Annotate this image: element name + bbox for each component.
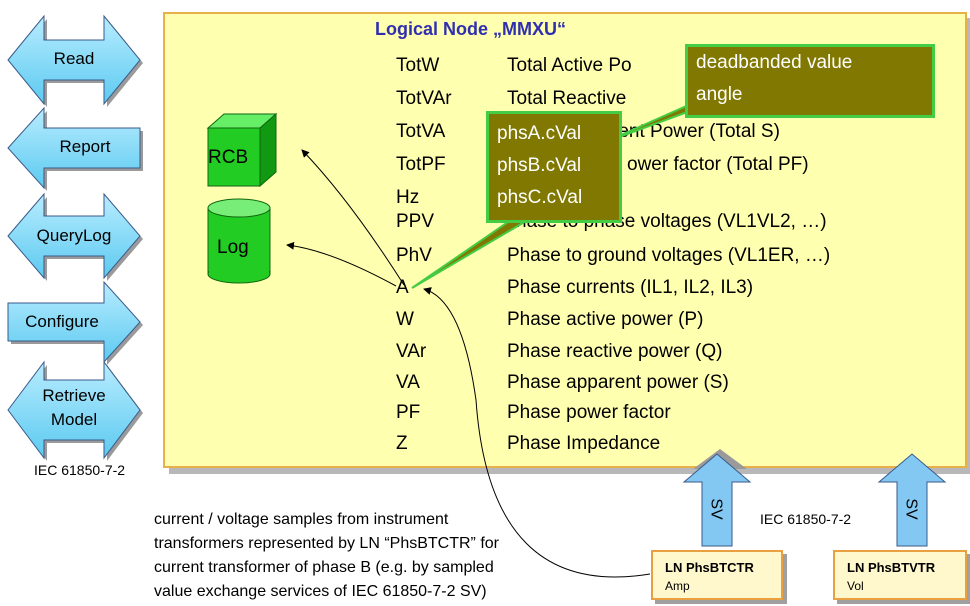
- querylog-service-label[interactable]: QueryLog: [36, 226, 112, 245]
- note-line: current transformer of phase B (e.g. by …: [154, 559, 494, 576]
- panel-title: Logical Node „MMXU“: [375, 19, 567, 39]
- read-arrow-icon: [7, 14, 143, 107]
- rcb-cube-icon: [206, 112, 278, 188]
- a-to-log-line: [286, 241, 397, 287]
- log-cylinder-icon: [207, 198, 271, 284]
- phases-callout: phsA.cVal phsB.cVal phsC.cVal: [486, 111, 622, 223]
- row-abbr: TotVAr: [396, 88, 452, 109]
- ln-phsbtctr-box[interactable]: LN PhsBTCTR Amp: [651, 550, 783, 600]
- row-desc: rent Power (Total S): [612, 121, 780, 142]
- row-abbr: PhV: [396, 245, 432, 266]
- configure-arrow-icon: [7, 280, 143, 365]
- note-line: current / voltage samples from instrumen…: [154, 511, 449, 528]
- sv-label-vtr: SV: [902, 498, 920, 520]
- sv-arrow-icon: [877, 453, 947, 547]
- row-abbr: TotW: [396, 55, 440, 76]
- row-desc: Phase power factor: [507, 402, 671, 423]
- querylog-arrow-icon: [7, 192, 143, 281]
- standard-reference-left: IEC 61850-7-2: [34, 462, 126, 478]
- callout-line: phsC.cVal: [497, 187, 583, 208]
- sv-label-ctr: SV: [707, 498, 725, 520]
- row-desc: Phase to ground voltages (VL1ER, …): [507, 245, 831, 266]
- ln-vtr-sub: Vol: [847, 579, 864, 593]
- row-desc: Total Active Po: [507, 55, 632, 76]
- row-abbr: TotVA: [396, 121, 446, 142]
- row-desc: Phase active power (P): [507, 309, 704, 330]
- callout-line: deadbanded value: [696, 52, 853, 73]
- row-abbr: Hz: [396, 187, 420, 208]
- row-desc: ower factor (Total PF): [627, 154, 809, 175]
- ln-ctr-name: LN PhsBTCTR: [665, 560, 754, 575]
- rcb-label: RCB: [208, 147, 249, 168]
- callout-line: phsA.cVal: [497, 123, 582, 144]
- standard-reference-bottom: IEC 61850-7-2: [760, 511, 852, 527]
- retrieve-service-label-line1[interactable]: Retrieve: [42, 386, 106, 405]
- ln-phsbtvtr-box[interactable]: LN PhsBTVTR Vol: [833, 550, 967, 600]
- row-abbr: W: [396, 309, 414, 330]
- row-desc: Total Reactive: [507, 88, 627, 109]
- read-service-label[interactable]: Read: [53, 49, 95, 68]
- deadband-callout: deadbanded value angle: [685, 44, 935, 118]
- report-service-label[interactable]: Report: [59, 137, 111, 156]
- row-abbr: VAr: [396, 341, 427, 362]
- row-abbr: PF: [396, 402, 421, 423]
- row-desc: Phase Impedance: [507, 433, 661, 454]
- callout-line: phsB.cVal: [497, 155, 582, 176]
- ln-ctr-sub: Amp: [665, 579, 690, 593]
- row-abbr: VA: [396, 372, 420, 393]
- row-abbr: TotPF: [396, 154, 446, 175]
- ctr-to-a-line: [423, 287, 651, 578]
- samples-note: current / voltage samples from instrumen…: [154, 508, 499, 604]
- retrieve-service-label-line2[interactable]: Model: [50, 410, 98, 429]
- a-to-rcb-line: [301, 149, 405, 286]
- callout-line: angle: [696, 84, 743, 105]
- configure-service-label[interactable]: Configure: [25, 312, 99, 331]
- row-desc: Phase apparent power (S): [507, 372, 729, 393]
- retrieve-model-arrow-icon: [7, 360, 143, 461]
- sv-arrow-icon: [682, 449, 752, 547]
- note-line: value exchange services of IEC 61850-7-2…: [154, 583, 487, 600]
- rcb-log-shapes: [206, 112, 278, 284]
- row-desc: Phase currents (IL1, IL2, IL3): [507, 277, 754, 298]
- row-desc: Phase reactive power (Q): [507, 341, 723, 362]
- report-arrow-icon: [7, 106, 143, 191]
- log-label: Log: [217, 237, 249, 258]
- ln-vtr-name: LN PhsBTVTR: [847, 560, 936, 575]
- row-abbr: PPV: [396, 211, 435, 232]
- note-line: transformers represented by LN “PhsBTCTR…: [154, 535, 499, 552]
- row-abbr: Z: [396, 433, 408, 454]
- row-abbr: A: [396, 277, 409, 298]
